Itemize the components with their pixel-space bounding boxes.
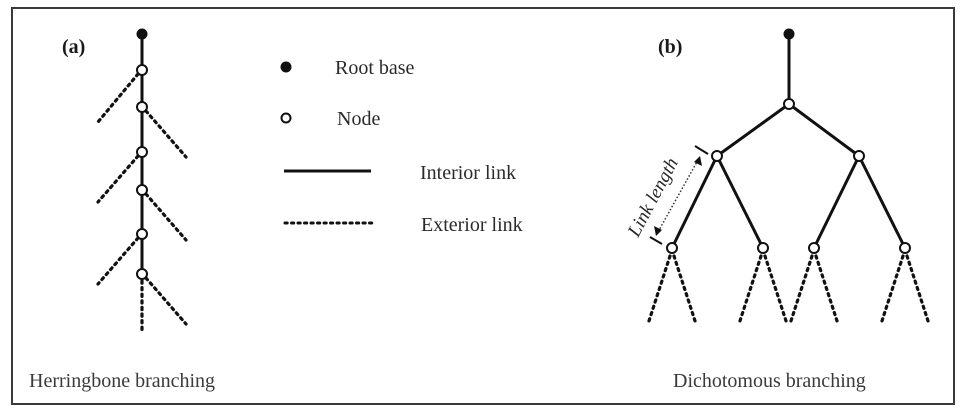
- node: [136, 228, 148, 240]
- exterior-link: [646, 254, 672, 326]
- exterior-link: [788, 254, 814, 326]
- node: [757, 242, 769, 254]
- node: [136, 64, 148, 76]
- legend-interior-link-label: Interior link: [420, 162, 516, 184]
- legend-node-label: Node: [337, 108, 380, 130]
- panel-a-caption: Herringbone branching: [29, 370, 215, 392]
- node: [136, 101, 148, 113]
- exterior-link: [144, 276, 188, 326]
- link-length-arrowhead-bottom: [654, 226, 662, 236]
- interior-link: [857, 155, 907, 249]
- legend-exterior-link-label: Exterior link: [421, 214, 523, 236]
- root-base: [783, 28, 795, 40]
- node: [899, 242, 911, 254]
- interior-link: [716, 102, 790, 158]
- interior-link: [788, 102, 860, 158]
- exterior-link: [672, 254, 698, 326]
- exterior-link: [96, 154, 140, 204]
- exterior-link: [814, 254, 840, 326]
- node: [783, 98, 795, 110]
- panel-b-caption: Dichotomous branching: [673, 370, 866, 392]
- panel-a-herringbone: (a) Herringbone branching: [29, 28, 215, 392]
- node: [136, 268, 148, 280]
- legend: Root base Node Interior link Exterior li…: [280, 57, 523, 236]
- node: [853, 150, 865, 162]
- panel-b-dichotomous: (b) Link length Dichotomous branching: [623, 28, 931, 392]
- exterior-link: [905, 254, 931, 326]
- exterior-link: [737, 254, 763, 326]
- exterior-link: [144, 109, 188, 159]
- exterior-link: [96, 72, 140, 124]
- exterior-link: [879, 254, 905, 326]
- node: [808, 242, 820, 254]
- exterior-link: [96, 236, 140, 286]
- panel-b-label: (b): [658, 36, 682, 58]
- link-length-tick-bottom: [649, 236, 663, 245]
- legend-root-base-label: Root base: [335, 57, 415, 79]
- node: [136, 146, 148, 158]
- interior-link: [715, 155, 765, 249]
- exterior-link: [144, 192, 188, 242]
- link-length-arrowhead-top: [694, 156, 702, 166]
- panel-a-label: (a): [62, 36, 85, 58]
- interior-link: [670, 155, 719, 249]
- figure-frame: [11, 7, 955, 405]
- root-base: [136, 28, 148, 40]
- exterior-link: [763, 254, 789, 326]
- node: [136, 184, 148, 196]
- legend-node-symbol: [280, 112, 292, 124]
- interior-link: [812, 155, 861, 249]
- legend-root-base-symbol: [280, 61, 292, 73]
- node: [666, 242, 678, 254]
- link-length-tick-top: [694, 145, 709, 155]
- link-length-annotation: Link length: [623, 145, 709, 245]
- node: [711, 150, 723, 162]
- link-length-label: Link length: [623, 155, 682, 242]
